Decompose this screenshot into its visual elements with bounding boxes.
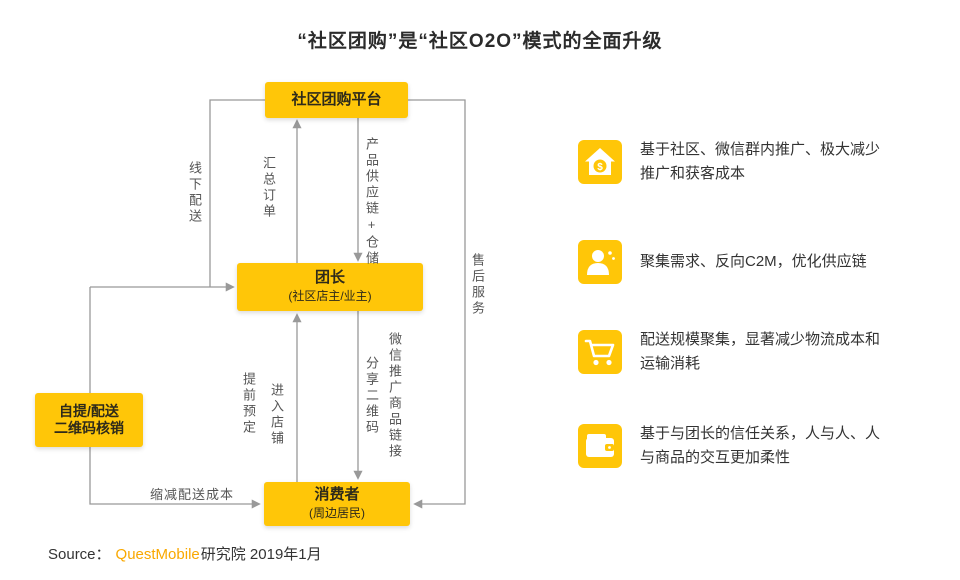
node-platform-label: 社区团购平台: [291, 90, 382, 108]
edge-label-aggregate-orders: 汇总订单: [261, 156, 276, 220]
edge-label-product-supply: 产品供应链+仓储: [364, 137, 379, 267]
benefit-text-line: 配送规模聚集，显著减少物流成本和: [640, 331, 881, 348]
benefit-text: 基于社区、微信群内推广、极大减少 推广和获客成本: [640, 138, 906, 185]
node-pickup-line1: 自提/配送: [59, 402, 119, 419]
node-consumer: 消费者 (周边居民): [264, 482, 410, 526]
benefit-text-line: 聚集需求、反向C2M，优化供应链: [640, 253, 867, 271]
benefit-item: 基于与团长的信任关系，人与人、人 与商品的交互更加柔性: [578, 422, 906, 469]
benefit-text: 聚集需求、反向C2M，优化供应链: [640, 250, 906, 274]
benefit-item: 配送规模聚集，显著减少物流成本和 运输消耗: [578, 328, 906, 375]
wallet-icon: [578, 423, 622, 468]
svg-text:$: $: [597, 161, 603, 172]
home-dollar-icon: $: [578, 139, 622, 184]
benefit-text-line: 运输消耗: [640, 354, 701, 372]
user-icon: [578, 240, 622, 284]
benefit-text-line: 与商品的交互更加柔性: [640, 448, 791, 466]
node-leader-label: 团长: [314, 269, 345, 287]
node-pickup-line2: 二维码核销: [54, 420, 124, 436]
node-leader-sublabel: (社区店主/业主): [288, 289, 372, 304]
page-title: “社区团购”是“社区O2O”模式的全面升级: [297, 31, 663, 52]
edge-label-reduce-cost: 缩减配送成本: [150, 487, 235, 502]
source-suffix: 研究院 2019年1月: [200, 546, 322, 563]
edge-label-offline-delivery: 线下配送: [187, 161, 202, 225]
benefit-text: 基于与团长的信任关系，人与人、人 与商品的交互更加柔性: [640, 422, 906, 469]
node-consumer-sublabel: (周边居民): [309, 506, 365, 521]
edge-label-wechat-promote: 微信推广商品链接: [387, 332, 402, 460]
edge-offline-delivery-line: [209, 99, 265, 287]
benefit-text-line: 基于与团长的信任关系，人与人、人: [640, 425, 881, 442]
benefit-item: 聚集需求、反向C2M，优化供应链: [578, 240, 906, 284]
node-consumer-label: 消费者: [314, 486, 360, 504]
benefit-item: $ 基于社区、微信群内推广、极大减少 推广和获客成本: [578, 138, 906, 185]
edge-label-pre-order: 提前预定: [241, 372, 256, 436]
source-brand: QuestMobile: [115, 546, 200, 563]
cart-icon: [578, 329, 622, 374]
benefit-text-line: 基于社区、微信群内推广、极大减少: [640, 141, 881, 158]
edge-label-share-qr: 分享二维码: [364, 356, 379, 436]
edge-label-enter-shop: 进入店铺: [269, 383, 284, 447]
source-prefix: Source：: [48, 546, 111, 563]
node-leader: 团长 (社区店主/业主): [237, 263, 423, 311]
edge-label-after-sales: 售后服务: [470, 253, 485, 317]
node-platform: 社区团购平台: [265, 82, 408, 118]
source-line: Source：QuestMobile研究院 2019年1月: [48, 543, 322, 564]
benefit-text-line: 推广和获客成本: [640, 164, 746, 182]
node-pickup: 自提/配送 二维码核销: [35, 393, 143, 447]
benefit-text: 配送规模聚集，显著减少物流成本和 运输消耗: [640, 328, 906, 375]
